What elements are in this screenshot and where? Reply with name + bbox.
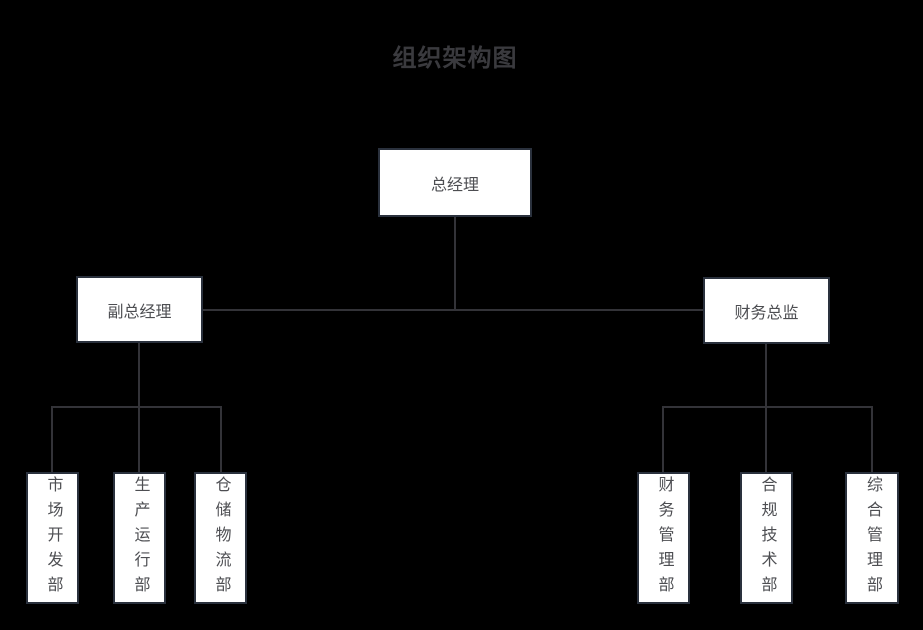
connector-right-dept1-stub (662, 406, 664, 472)
connector-cfo-to-departments (765, 344, 767, 472)
org-node-compliance-technology-dept[interactable]: 合规技术部 (740, 472, 793, 604)
node-label: 生产运行部 (131, 475, 149, 601)
connector-left-dept1-stub (51, 406, 53, 472)
node-label: 合规技术部 (758, 475, 776, 601)
connector-left-departments-horizontal (51, 406, 222, 408)
org-node-general-administration-dept[interactable]: 综合管理部 (845, 472, 899, 604)
node-label: 副总经理 (107, 303, 172, 321)
node-label: 综合管理部 (864, 475, 881, 601)
node-label: 仓储物流部 (212, 475, 230, 601)
org-node-general-manager[interactable]: 总经理 (378, 148, 532, 217)
node-label: 财务管理部 (655, 475, 673, 601)
org-node-deputy-general-manager[interactable]: 副总经理 (76, 276, 203, 343)
org-node-production-operation-dept[interactable]: 生产运行部 (113, 472, 166, 604)
node-label: 总经理 (430, 176, 479, 194)
connector-right-departments-horizontal (662, 406, 873, 408)
node-label: 市场开发部 (44, 475, 62, 601)
connector-level2-horizontal (203, 309, 703, 311)
node-label: 财务总监 (734, 304, 799, 322)
chart-title: 组织架构图 (392, 45, 518, 72)
org-node-market-development-dept[interactable]: 市场开发部 (26, 472, 79, 604)
org-node-financial-management-dept[interactable]: 财务管理部 (637, 472, 690, 604)
connector-left-dept3-stub (220, 406, 222, 472)
connector-right-dept3-stub (871, 406, 873, 472)
org-node-finance-director[interactable]: 财务总监 (703, 277, 830, 344)
connector-root-to-level2 (454, 217, 456, 310)
org-node-warehouse-logistics-dept[interactable]: 仓储物流部 (194, 472, 247, 604)
